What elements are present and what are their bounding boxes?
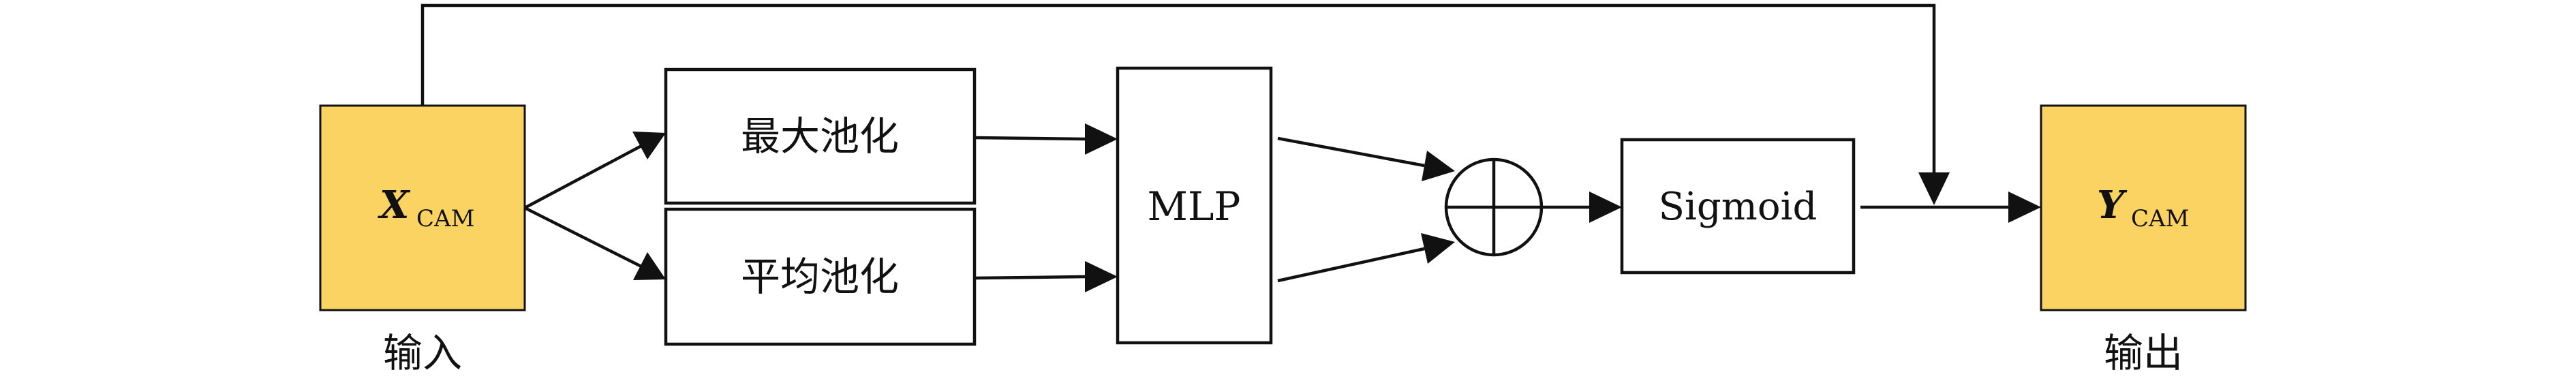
sum-to-sigmoid-arrowhead: [1589, 192, 1622, 223]
sigmoid-block: Sigmoid: [1620, 138, 1856, 275]
output-symbol: Y: [2097, 183, 2128, 228]
input-block: X CAM: [319, 104, 526, 311]
sum-node: [1444, 157, 1544, 257]
mlp-lower-to-sum-arrowhead: [1421, 233, 1455, 264]
maxpool-to-mlp-line: [974, 136, 1086, 141]
sigmoid-box: [1620, 138, 1856, 275]
output-subscript: CAM: [2131, 205, 2189, 232]
input-subscript: CAM: [416, 205, 474, 232]
mlp-label: MLP: [1148, 183, 1241, 230]
output-caption: 输出: [2104, 330, 2183, 376]
skip-connection-arrowhead: [1918, 172, 1950, 205]
mlp-upper-to-sum-line: [1277, 136, 1425, 168]
skip-connection-line: [420, 3, 1936, 176]
output-block: Y CAM: [2040, 104, 2247, 311]
input-box: [319, 104, 526, 311]
avg-pool-block: 平均池化: [664, 207, 977, 346]
input-caption: 输入: [383, 330, 462, 376]
sigmoid-label: Sigmoid: [1659, 185, 1818, 229]
max-pool-label: 最大池化: [741, 113, 899, 159]
avg-pool-box: [664, 207, 977, 346]
avgpool-to-mlp-line: [974, 275, 1086, 280]
mlp-lower-to-sum-line: [1277, 247, 1425, 283]
maxpool-to-mlp-arrowhead: [1085, 123, 1118, 155]
input-symbol: X: [378, 183, 411, 228]
mlp-upper-to-sum-arrowhead: [1422, 151, 1455, 181]
input-to-avgpool-arrowhead: [633, 252, 666, 280]
avgpool-to-mlp-arrowhead: [1085, 261, 1118, 292]
output-box: [2040, 104, 2247, 311]
input-to-maxpool-line: [523, 143, 645, 209]
input-to-avgpool-line: [523, 206, 645, 270]
max-pool-box: [664, 67, 977, 205]
max-pool-block: 最大池化: [664, 67, 977, 205]
input-to-maxpool-arrowhead: [632, 132, 666, 159]
mlp-block: MLP: [1116, 66, 1273, 345]
sigmoid-to-output-arrowhead: [2008, 192, 2041, 223]
mlp-box: [1116, 66, 1273, 345]
avg-pool-label: 平均池化: [741, 254, 899, 300]
